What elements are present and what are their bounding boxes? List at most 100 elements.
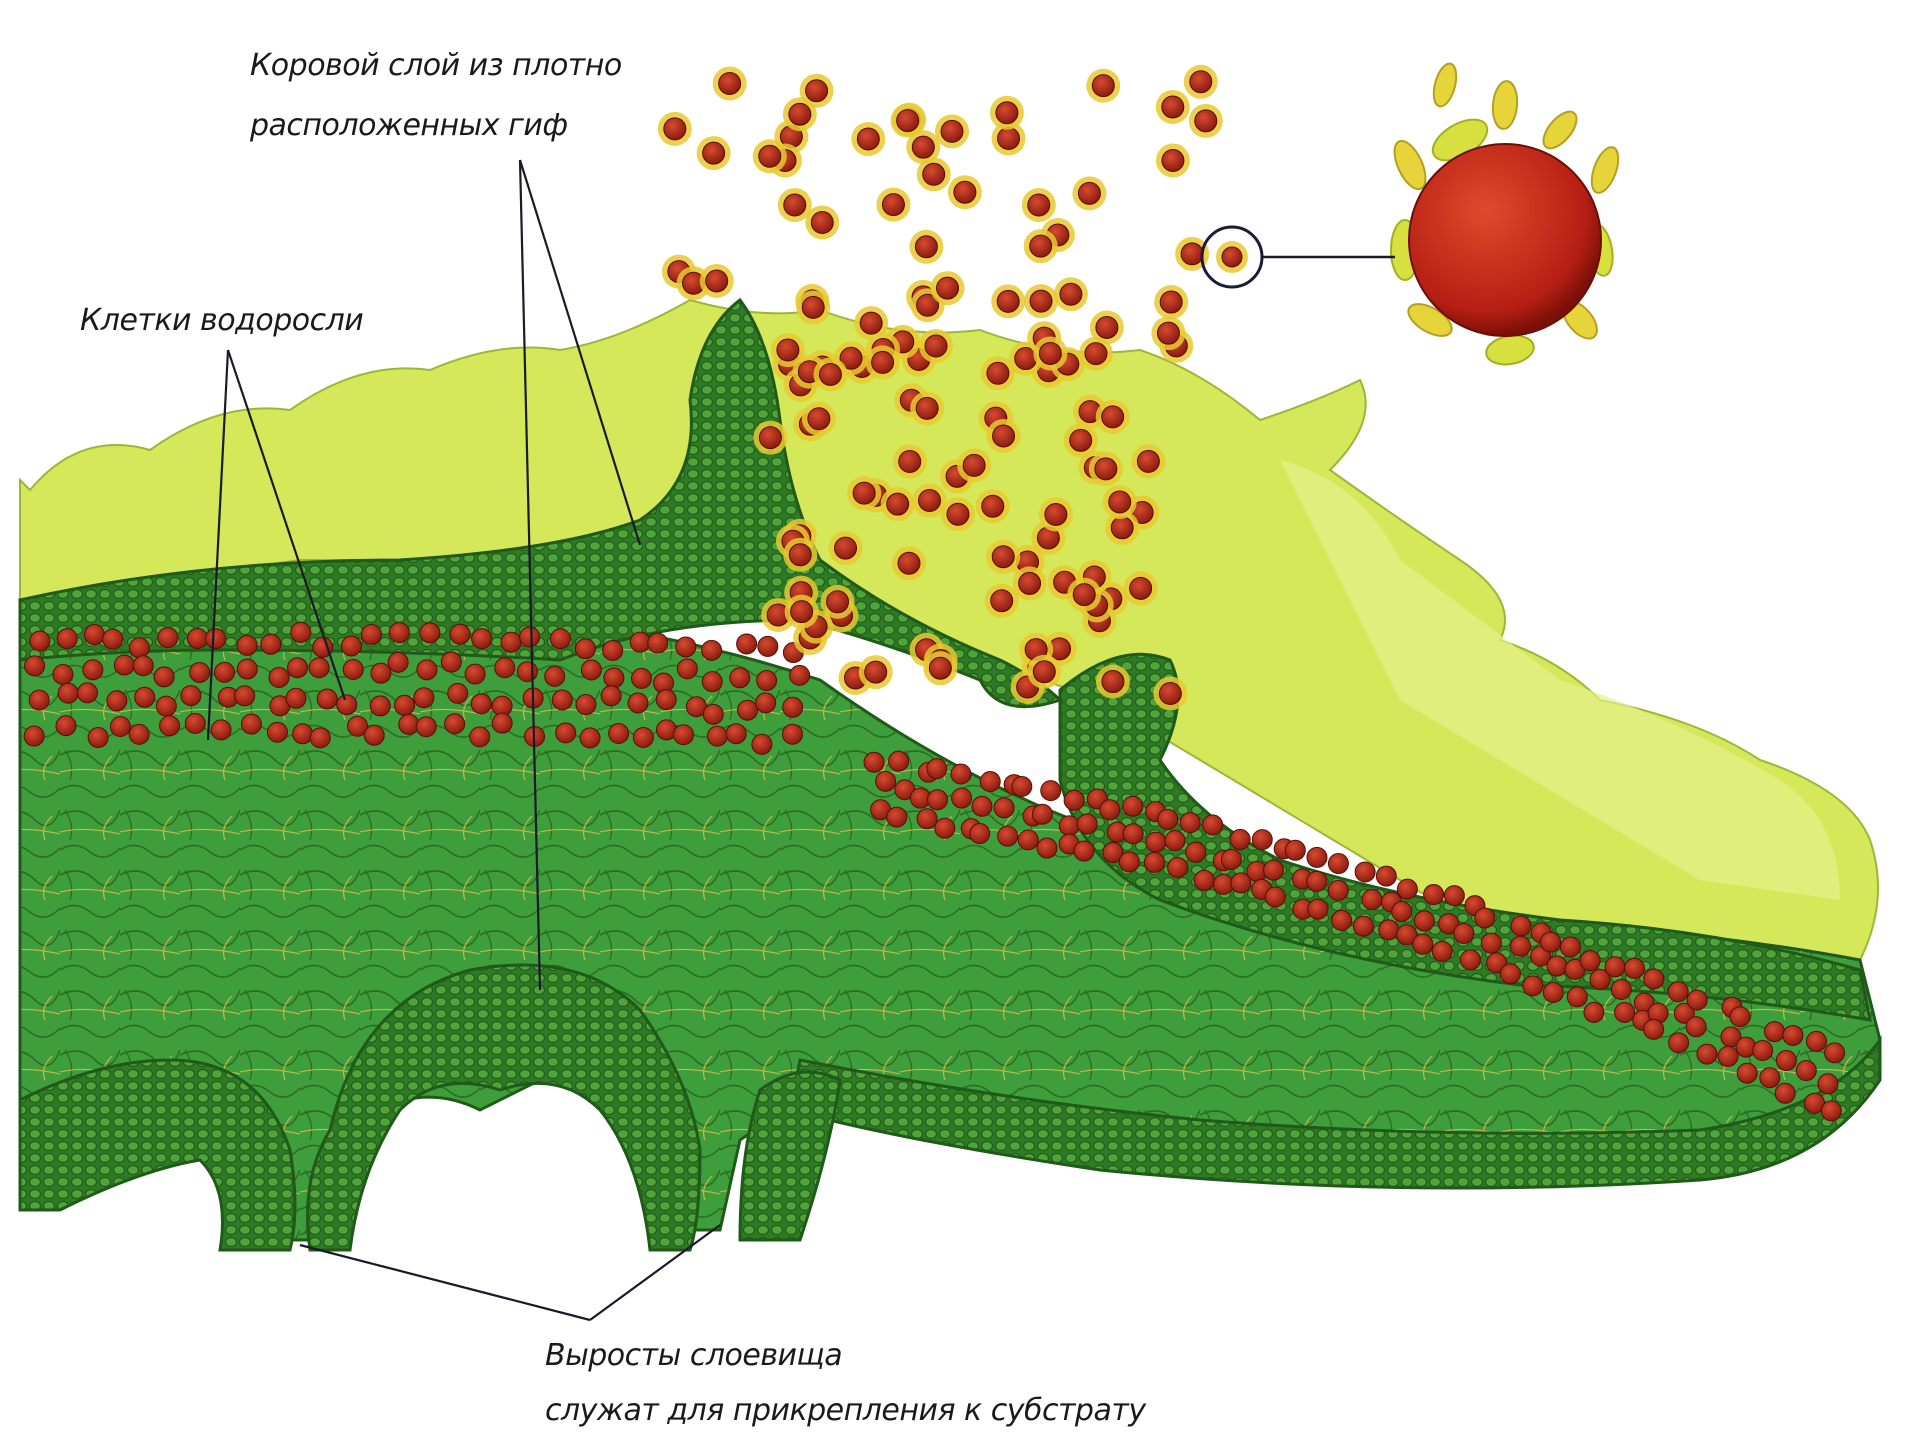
algae-cell [1222, 247, 1242, 267]
algae-cell [361, 624, 381, 644]
algae-cell [1102, 671, 1124, 693]
algae-cell [808, 408, 830, 430]
algae-cell [677, 659, 697, 679]
algae-cell [364, 725, 384, 745]
algae-cell [633, 727, 653, 747]
algae-cell [110, 716, 130, 736]
algae-cell [291, 622, 311, 642]
algae-cell [370, 696, 390, 716]
algae-cell [806, 80, 828, 102]
algae-cell [135, 687, 155, 707]
algae-cell [450, 624, 470, 644]
algae-cell [1028, 194, 1050, 216]
algae-cell [1252, 830, 1272, 850]
algae-cell [501, 632, 521, 652]
algae-cell [1030, 290, 1052, 312]
algae-cell [1686, 1017, 1706, 1037]
algae-cell [1158, 809, 1178, 829]
algae-cell [997, 290, 1019, 312]
algae-cell [341, 636, 361, 656]
algae-cell [1432, 941, 1452, 961]
algae-cell [1584, 1002, 1604, 1022]
algae-cell [998, 128, 1020, 150]
algae-cell [737, 634, 757, 654]
algae-cell [495, 658, 515, 678]
algae-cell [1041, 781, 1061, 801]
algae-cell [1045, 503, 1067, 525]
algae-cell [1308, 899, 1328, 919]
algae-cell [998, 826, 1018, 846]
algae-cell [154, 667, 174, 687]
algae-cell [269, 667, 289, 687]
algae-cell [1510, 936, 1530, 956]
algae-cell [954, 181, 976, 203]
algae-cell [53, 665, 73, 685]
algae-cell [703, 704, 723, 724]
algae-cell [1775, 1083, 1795, 1103]
algae-cell [982, 495, 1004, 517]
algae-cell [1328, 880, 1348, 900]
algae-cell [1092, 75, 1114, 97]
algae-cell [1111, 517, 1133, 539]
algae-cell [782, 724, 802, 744]
algae-cell [129, 638, 149, 658]
algae-cell [1096, 316, 1118, 338]
algae-cell [915, 236, 937, 258]
algae-cell [215, 662, 235, 682]
algae-cell [648, 633, 668, 653]
algae-cell [702, 672, 722, 692]
algae-cell [1109, 491, 1131, 513]
algae-cell [1165, 830, 1185, 850]
algae-cell [1541, 932, 1561, 952]
algae-cell [371, 663, 391, 683]
algae-cell [399, 714, 419, 734]
algae-cell [1123, 796, 1143, 816]
algae-cell [1032, 804, 1052, 824]
algae-cell [758, 636, 778, 656]
algae-cell [951, 764, 971, 784]
algae-cell [1039, 342, 1061, 364]
algae-cell [580, 728, 600, 748]
algae-cell [1444, 886, 1464, 906]
algae-cell [1500, 964, 1520, 984]
algae-cell [520, 627, 540, 647]
algae-cell [1130, 577, 1152, 599]
algae-cell [993, 425, 1015, 447]
algae-cell [996, 102, 1018, 124]
algae-cell [187, 628, 207, 648]
algae-cell [952, 788, 972, 808]
algae-cell [235, 686, 255, 706]
algae-cell [550, 629, 570, 649]
algae-cell [1018, 830, 1038, 850]
algae-cell [972, 796, 992, 816]
algae-cell [388, 652, 408, 672]
algae-cell [1073, 584, 1095, 606]
algae-cell [1783, 1025, 1803, 1045]
algae-label: Клетки водоросли [80, 303, 363, 338]
algae-cell [288, 658, 308, 678]
algae-cell [309, 658, 329, 678]
algae-cell [1119, 852, 1139, 872]
algae-cell [928, 790, 948, 810]
magnified-algae-cell [1409, 144, 1601, 336]
algae-cell [1186, 842, 1206, 862]
algae-cell [1825, 1043, 1845, 1063]
algae-cell [1379, 920, 1399, 940]
algae-cell [738, 700, 758, 720]
algae-cell [783, 697, 803, 717]
algae-cell [707, 726, 727, 746]
algae-cell [935, 818, 955, 838]
outgrowth-label-line2: служат для прикрепления к субстрату [545, 1393, 1147, 1428]
algae-cell [603, 640, 623, 660]
algae-cell [310, 728, 330, 748]
algae-cell [784, 194, 806, 216]
algae-cell [237, 635, 257, 655]
algae-cell [1037, 838, 1057, 858]
algae-cell [1718, 1046, 1738, 1066]
algae-cell [185, 713, 205, 733]
algae-cell [158, 628, 178, 648]
algae-cell [1230, 829, 1250, 849]
algae-cell [58, 683, 78, 703]
algae-cell [673, 725, 693, 745]
